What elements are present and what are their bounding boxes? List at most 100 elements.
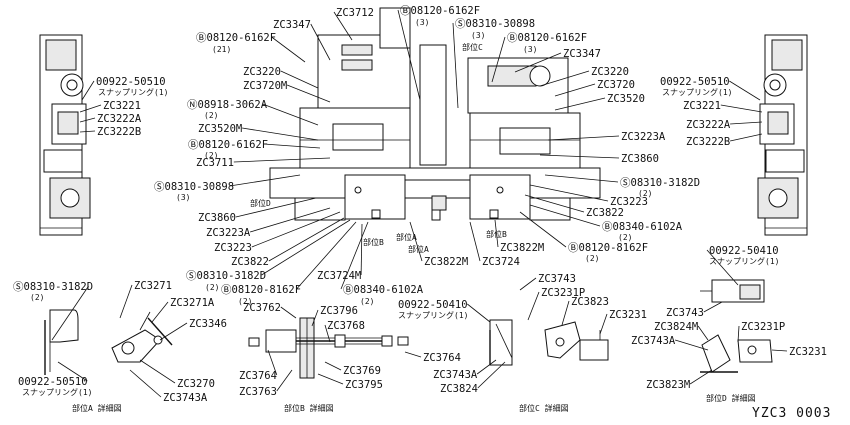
part-label-lp-zc3221: ZC3221	[103, 100, 141, 112]
part-label-s08310-30898-l: Ⓢ08310-30898	[154, 181, 234, 193]
leader-line-b08340-6102a-r	[529, 204, 601, 227]
leader-line-a-zc3346	[159, 322, 188, 341]
right-side-assembly	[757, 34, 808, 236]
part-label-zc3822-r: ZC3822	[586, 207, 624, 219]
part-label-b-zc3762: ZC3762	[243, 302, 281, 314]
part-label-zc3220-r: ZC3220	[591, 66, 629, 78]
caption-detail-a: 部位A 詳細図	[72, 403, 122, 413]
part-label-b08120-6162f-21-q: (21)	[212, 45, 231, 54]
leader-line-zc3860-l	[235, 197, 317, 218]
leader-line-d-zc3823m	[689, 369, 713, 385]
leader-line-zc3347-l	[310, 23, 331, 61]
part-label-rp-zc3221: ZC3221	[683, 100, 721, 112]
leader-line-zc3520	[554, 97, 606, 111]
leader-line-zc3822-l	[268, 217, 345, 262]
part-label-b08340-6102a-l-q: (2)	[360, 297, 374, 306]
leader-line-lp-zc3221	[79, 104, 102, 113]
part-label-d-zc3824m: ZC3824M	[654, 321, 698, 333]
part-label-c-00922-50410: 00922-50410	[398, 299, 468, 311]
part-label-d-zc3823m: ZC3823M	[646, 379, 690, 391]
leader-line-a-s08310-3182d	[51, 285, 89, 341]
part-label-a-s08310-3182d-q: (2)	[30, 293, 44, 302]
part-label-zc3822m-l: ZC3822M	[424, 256, 468, 268]
part-label-zc3520: ZC3520	[607, 93, 645, 105]
leader-line-d-zc3743a	[674, 339, 709, 351]
leader-line-a-zc3271a	[151, 301, 169, 323]
leader-lines	[51, 9, 788, 398]
part-label-s08310-30898-l-q: (3)	[176, 193, 190, 202]
part-label-lp-00922-50510-sub: スナップリング(1)	[98, 87, 168, 97]
part-label-rp-00922-50510: 00922-50510	[660, 76, 730, 88]
leader-line-b08340-6102a-l	[340, 221, 369, 290]
part-label-s08310-30898-r-q: (3)	[471, 31, 485, 40]
part-label-zc3347-l: ZC3347	[273, 19, 311, 31]
part-label-lp-zc3222a: ZC3222A	[97, 113, 142, 125]
part-label-a-zc3346: ZC3346	[189, 318, 227, 330]
leader-line-s08310-3182d-r	[544, 174, 619, 183]
detail-b-drawing	[248, 317, 409, 379]
leader-line-zc3347-r	[514, 52, 562, 73]
leader-line-c-zc3743a	[476, 359, 497, 375]
leader-line-s08310-3182d-c	[261, 219, 351, 276]
leader-line-zc3220-l	[280, 70, 319, 89]
part-label-rp-zc3222b: ZC3222B	[686, 136, 730, 148]
leader-line-zc3724m	[360, 223, 363, 276]
part-label-b08120-6162f-3b: Ⓑ08120-6162F	[507, 32, 587, 44]
part-label-zc3724m: ZC3724M	[317, 270, 361, 282]
leader-line-zc3720	[554, 83, 596, 97]
part-label-b-zc3796: ZC3796	[320, 305, 358, 317]
part-label-b08120-6162f-2-q: (2)	[204, 151, 218, 160]
part-label-b08120-6162f-3b-q: (3)	[523, 45, 537, 54]
leader-line-lp-00922-50510	[81, 80, 95, 101]
part-label-c-zc3824: ZC3824	[440, 383, 478, 395]
leader-line-zc3223a-l	[249, 207, 331, 233]
part-label-a-zc3271: ZC3271	[134, 280, 172, 292]
part-label-d-00922-50410: 00922-50410	[709, 245, 779, 257]
part-label-buiA-label-1: 部位A	[396, 232, 417, 242]
leader-line-zc3822m-l	[409, 221, 423, 262]
leader-line-zc3220-r	[539, 70, 590, 87]
part-label-b08340-6102a-l: Ⓑ08340-6102A	[343, 284, 424, 296]
leader-line-zc3860-r	[539, 154, 620, 159]
caption-detail-c: 部位C 詳細図	[519, 403, 569, 413]
drawing-code: YZC3 0003	[752, 406, 831, 421]
leader-line-c-zc3231p	[527, 291, 540, 321]
part-label-b08120-8162f-r: Ⓑ08120-8162F	[568, 242, 648, 254]
leader-line-b08120-6162f-3b	[491, 36, 506, 83]
leader-line-b-zc3769	[324, 361, 342, 371]
part-label-rp-zc3222a: ZC3222A	[686, 119, 731, 131]
part-label-c-zc3823: ZC3823	[571, 296, 609, 308]
leader-line-zc3223-r	[529, 184, 609, 202]
leader-line-d-zc3824m	[697, 325, 709, 341]
part-label-a-zc3743a: ZC3743A	[163, 392, 208, 404]
part-label-lp-zc3222b: ZC3222B	[97, 126, 141, 138]
leader-line-b08120-6162f-2	[263, 143, 321, 149]
part-label-buiD-label: 部位D	[250, 198, 271, 208]
part-labels: ZC3712ZC3347Ⓑ08120-6162F(21)ZC3220ZC3720…	[13, 5, 827, 404]
part-label-b-zc3763: ZC3763	[239, 386, 277, 398]
part-label-a-00922-50510: 00922-50510	[18, 376, 88, 388]
detail-d-drawing	[700, 279, 773, 373]
leader-line-b-zc3764-l	[267, 349, 278, 376]
part-label-b08120-6162f-3a-q: (3)	[415, 18, 429, 27]
part-label-rp-00922-50510-sub: スナップリング(1)	[662, 87, 732, 97]
leader-line-rp-00922-50510	[729, 80, 761, 101]
leader-line-d-zc3231	[771, 349, 788, 352]
part-label-d-zc3743a: ZC3743A	[631, 335, 676, 347]
part-label-d-zc3231p: ZC3231P	[741, 321, 785, 333]
leader-line-d-zc3231p	[737, 325, 740, 343]
part-label-d-zc3743: ZC3743	[666, 307, 704, 319]
part-label-zc3822-l: ZC3822	[231, 256, 269, 268]
part-label-b08120-6162f-3a: Ⓑ08120-6162F	[400, 5, 480, 17]
part-label-zc3720m: ZC3720M	[243, 80, 287, 92]
left-side-assembly	[39, 34, 91, 236]
leader-line-c-zc3824	[477, 361, 506, 389]
part-label-s08310-3182d-c-q: (2)	[205, 283, 219, 292]
part-label-c-zc3743: ZC3743	[538, 273, 576, 285]
leader-line-a-00922-50510	[57, 361, 88, 382]
leader-line-zc3223-l	[251, 211, 341, 248]
part-label-zc3223a-l: ZC3223A	[206, 227, 251, 239]
part-label-zc3712: ZC3712	[336, 7, 374, 19]
leader-line-b08120-8162f-r	[519, 211, 567, 248]
part-label-c-00922-50410-sub: スナップリング(1)	[398, 310, 468, 320]
